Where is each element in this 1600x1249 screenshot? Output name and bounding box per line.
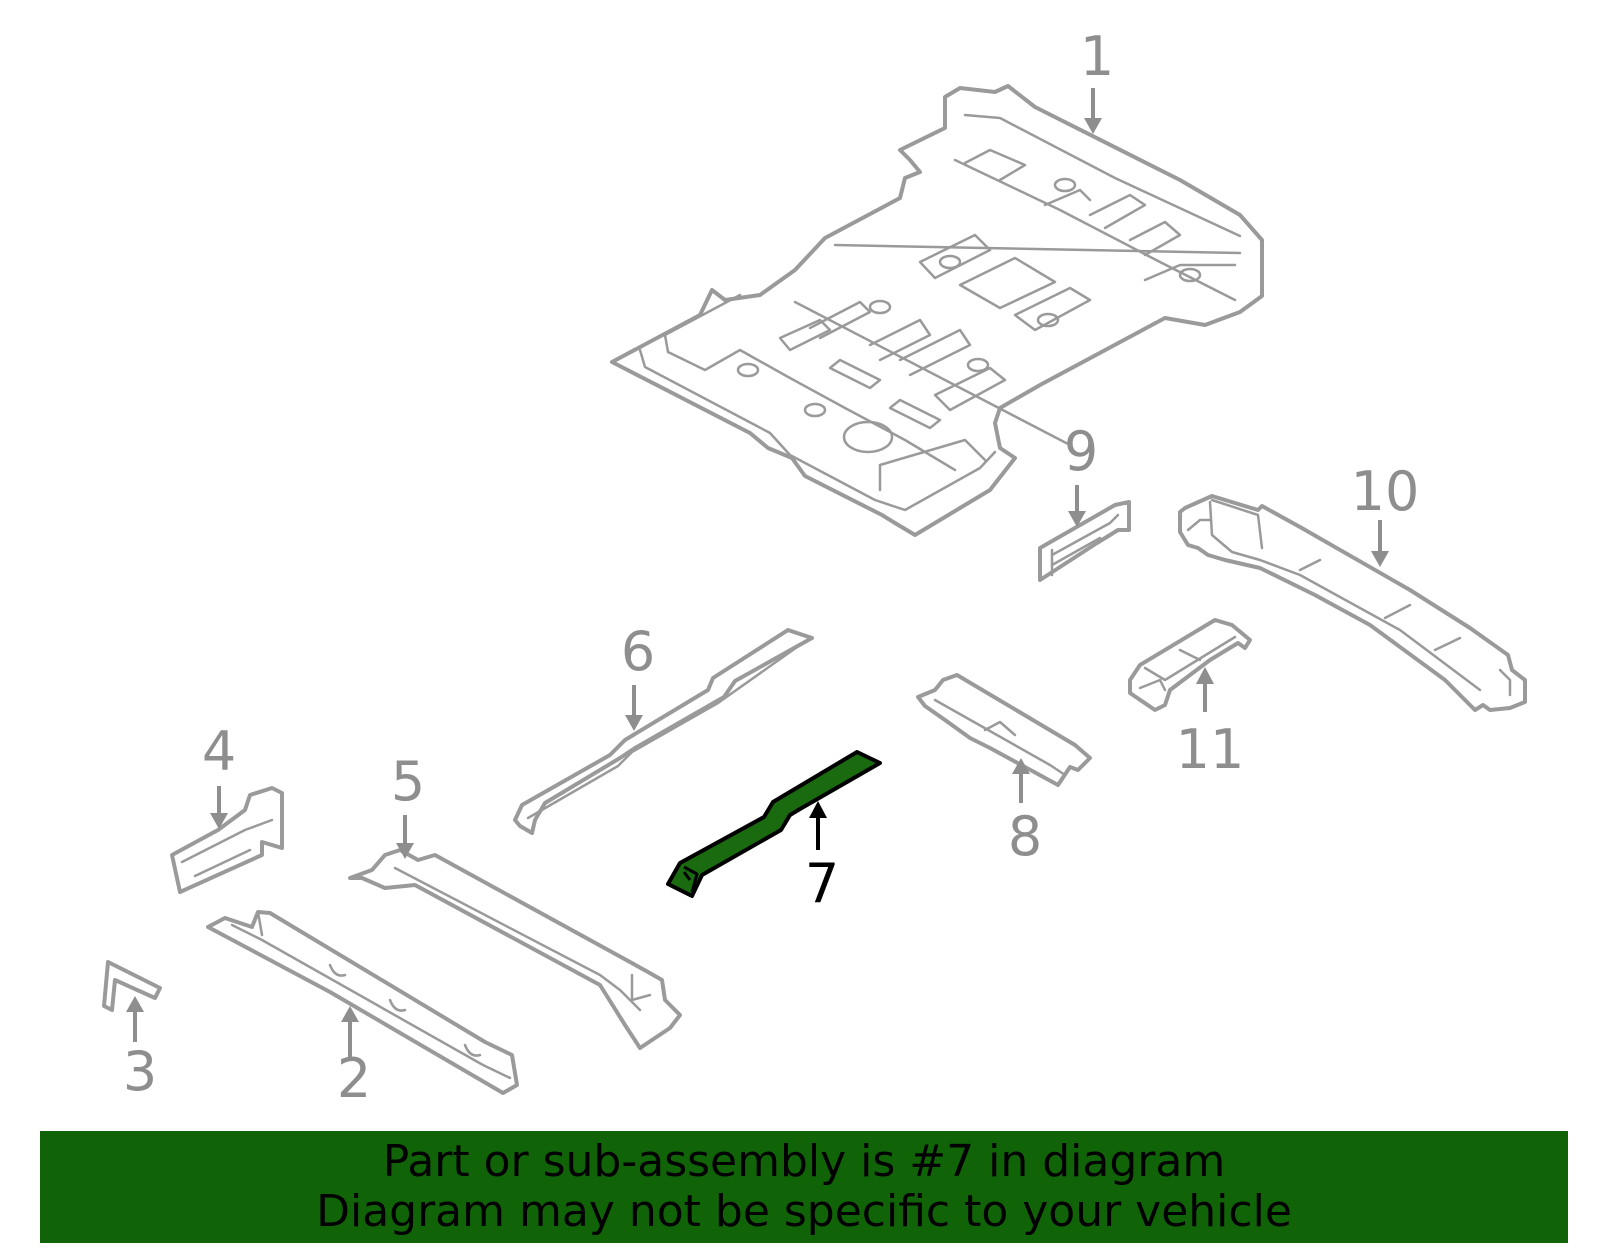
- part-7-selected-rail[interactable]: [666, 750, 882, 898]
- svg-text:7: 7: [805, 852, 839, 915]
- svg-text:3: 3: [123, 1040, 157, 1103]
- callout-4: 4: [202, 720, 236, 829]
- part-3-bracket[interactable]: [102, 960, 162, 1012]
- callout-1: 1: [1080, 25, 1114, 134]
- callout-7: 7: [805, 801, 839, 915]
- svg-text:2: 2: [337, 1047, 371, 1110]
- callout-3: 3: [123, 996, 157, 1103]
- callout-9: 9: [1064, 420, 1098, 527]
- svg-text:11: 11: [1176, 718, 1245, 781]
- svg-text:4: 4: [202, 720, 236, 783]
- banner-line-1: Part or sub-assembly is #7 in diagram: [382, 1136, 1226, 1187]
- part-8-bracket[interactable]: [916, 673, 1092, 787]
- part-1-floor-pan[interactable]: [610, 84, 1264, 537]
- part-6-rail[interactable]: [513, 628, 814, 835]
- svg-text:9: 9: [1064, 420, 1098, 483]
- selected-part-banner: Part or sub-assembly is #7 in diagram Di…: [40, 1131, 1568, 1243]
- svg-text:1: 1: [1080, 25, 1114, 88]
- svg-text:8: 8: [1008, 805, 1042, 868]
- part-11-bracket[interactable]: [1128, 618, 1252, 712]
- part-2-crossmember[interactable]: [206, 910, 519, 1095]
- callout-5: 5: [391, 750, 425, 859]
- part-4-bracket[interactable]: [170, 786, 284, 894]
- svg-text:10: 10: [1351, 460, 1420, 523]
- banner-line-2: Diagram may not be specific to your vehi…: [316, 1186, 1292, 1237]
- callout-11: 11: [1176, 667, 1245, 781]
- part-9-bracket[interactable]: [1038, 500, 1131, 582]
- svg-text:5: 5: [391, 750, 425, 813]
- svg-text:6: 6: [621, 620, 655, 683]
- callout-8: 8: [1008, 758, 1042, 868]
- callout-6: 6: [621, 620, 655, 731]
- callout-2: 2: [337, 1006, 371, 1110]
- part-10-crossmember[interactable]: [1178, 494, 1527, 712]
- callout-10: 10: [1351, 460, 1420, 567]
